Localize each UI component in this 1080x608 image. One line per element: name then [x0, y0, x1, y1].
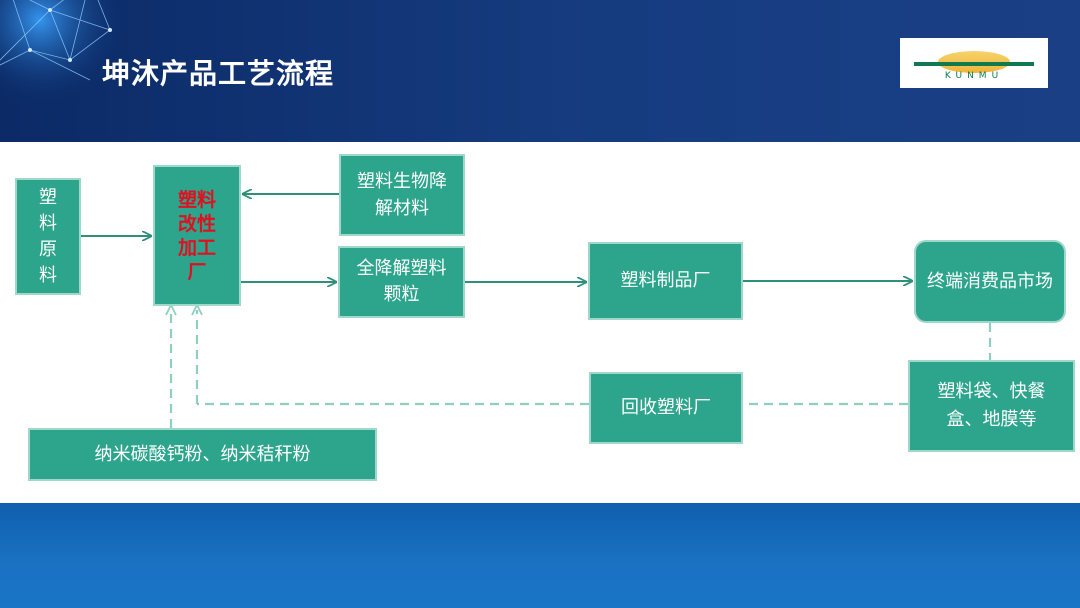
box-end-products: 塑料袋、快餐盒、地膜等 [908, 360, 1075, 452]
box-degradable-granules: 全降解塑料颗粒 [338, 246, 465, 318]
products-plant-label: 塑料制品厂 [620, 270, 711, 291]
globe-network-icon [0, 0, 128, 108]
page-title: 坤沐产品工艺流程 [102, 57, 335, 90]
kunmu-logo-graphic: KUNMU [914, 51, 1034, 81]
degradable-granules-label: 全降解塑料颗粒 [356, 258, 447, 305]
kunmu-logo: KUNMU [900, 38, 1048, 88]
recycle-plant-label: 回收塑料厂 [621, 397, 711, 418]
modification-plant-label: 塑料改性加工厂 [177, 188, 216, 283]
market-label: 终端消费品市场 [927, 270, 1053, 292]
box-raw-material: 塑料原料 [15, 178, 81, 295]
box-market: 终端消费品市场 [914, 240, 1066, 323]
nano-powder-label: 纳米碳酸钙粉、纳米秸秆粉 [94, 443, 311, 465]
box-recycle-plant: 回收塑料厂 [589, 372, 743, 444]
end-products-label: 塑料袋、快餐盒、地膜等 [937, 381, 1046, 430]
box-products-plant: 塑料制品厂 [588, 242, 743, 320]
header-banner: 坤沐产品工艺流程 KUNMU [0, 0, 1080, 142]
box-nano-powder: 纳米碳酸钙粉、纳米秸秆粉 [28, 428, 377, 481]
footer-band [0, 503, 1080, 608]
box-modification-plant: 塑料改性加工厂 [153, 165, 241, 306]
box-bio-material: 塑料生物降解材料 [339, 154, 465, 236]
logo-text: KUNMU [945, 71, 1003, 81]
bio-material-label: 塑料生物降解材料 [357, 171, 447, 219]
raw-material-label: 塑料原料 [39, 186, 57, 286]
